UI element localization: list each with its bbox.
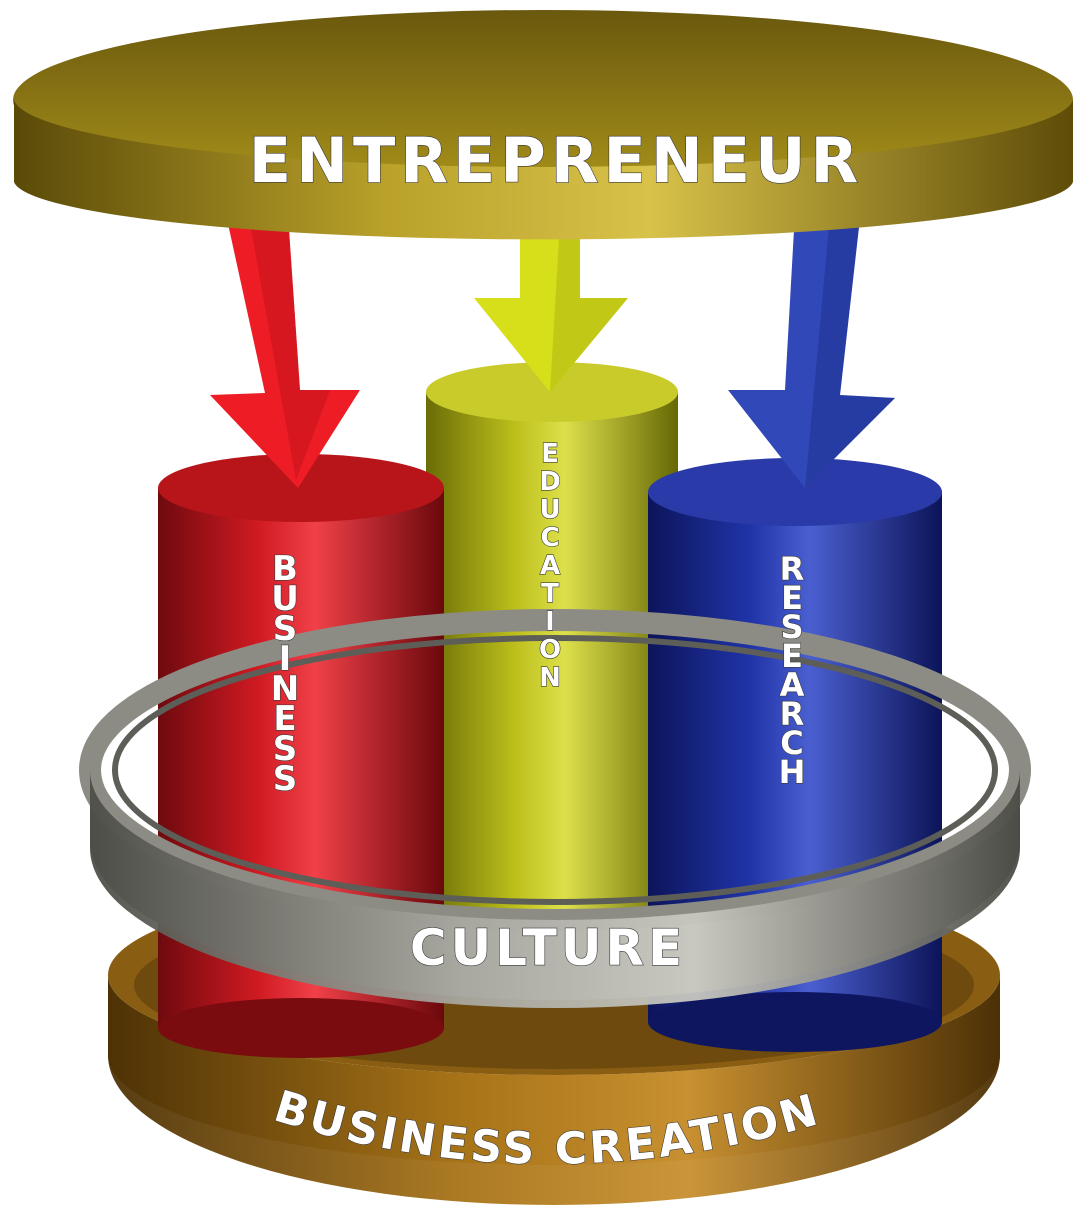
business-label-letter: S — [273, 759, 298, 799]
arrow-education — [474, 222, 628, 392]
culture-label: CULTURE — [410, 919, 686, 977]
education-label-letter: A — [540, 551, 560, 581]
culture-ring: CULTURE — [79, 609, 1031, 1008]
pillar-education — [426, 362, 678, 952]
education-label-letter: I — [545, 607, 555, 637]
entrepreneur-label: ENTREPRENEUR — [249, 124, 864, 197]
research-label-letter: R — [780, 550, 805, 588]
education-label-letter: D — [539, 467, 561, 497]
research-label-letter: H — [779, 753, 806, 791]
arrow-business — [210, 210, 360, 488]
education-label-letter: N — [539, 663, 561, 693]
business-label-letter: E — [273, 699, 296, 739]
arrow-research — [728, 212, 895, 488]
education-label-letter: O — [539, 635, 561, 665]
business-label-letter: I — [279, 639, 292, 679]
research-label-letter: E — [781, 637, 803, 675]
research-label-letter: S — [780, 608, 803, 646]
business-label-letter: B — [272, 549, 298, 589]
business-label-letter: S — [273, 609, 298, 649]
education-label-letter: E — [541, 439, 559, 469]
business-label-letter: N — [271, 669, 299, 709]
business-label-letter: U — [271, 579, 299, 619]
research-label-letter: E — [781, 579, 803, 617]
education-label-letter: T — [541, 579, 559, 609]
research-label-letter: A — [780, 666, 805, 704]
research-label-letter: C — [780, 724, 803, 762]
education-label-letter: C — [540, 523, 559, 553]
education-label-letter: U — [539, 495, 560, 525]
research-label-letter: R — [780, 695, 805, 733]
entrepreneur-disc: ENTREPRENEUR — [13, 10, 1073, 240]
business-label-letter: S — [273, 729, 298, 769]
